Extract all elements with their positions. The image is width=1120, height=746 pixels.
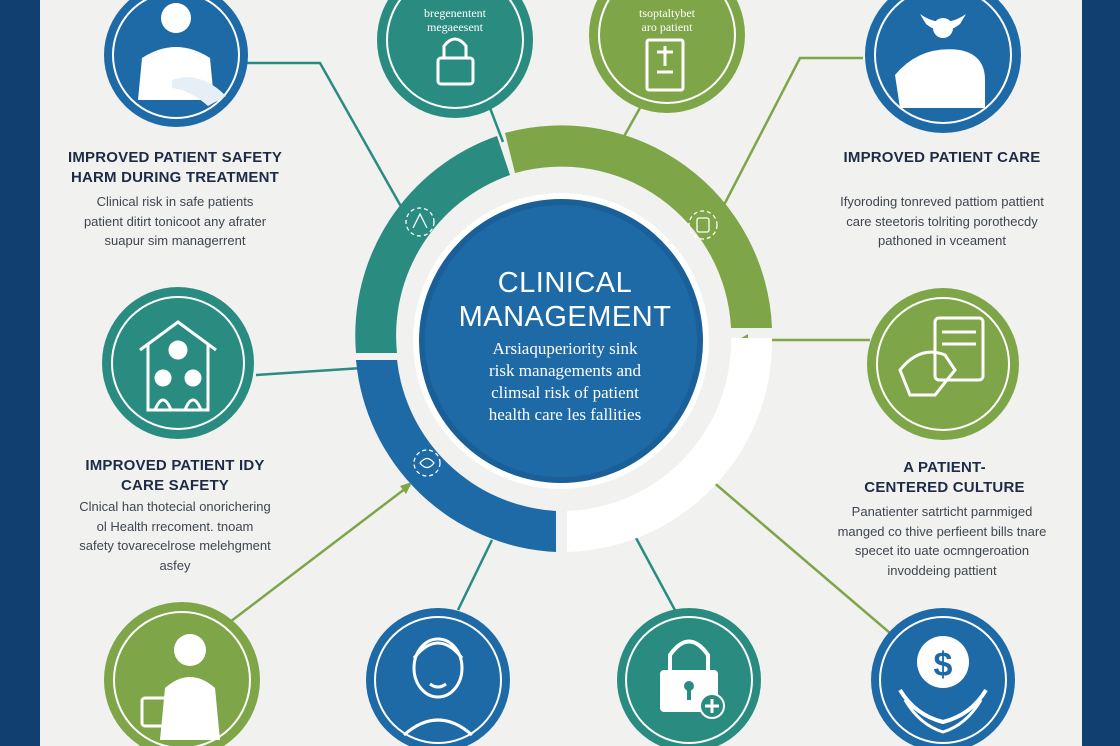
body-line: pathoned in vceament (878, 233, 1006, 248)
ring-segment-white (567, 338, 773, 552)
center-subtitle-line: risk managements and (488, 361, 641, 380)
node-mid-right (867, 288, 1019, 440)
caregiver-icon (140, 634, 220, 740)
arrowhead-bottom-left (400, 482, 412, 494)
center-title-line2: MANAGEMENT (458, 301, 672, 333)
lock-plus-icon (660, 639, 725, 719)
heading-line: IMPROVED PATIENT CARE (843, 149, 1041, 166)
body-mid-right: Panatienter satrticht parnmiged manged c… (812, 502, 1072, 580)
caring-hands-icon (895, 14, 985, 108)
node-top-center-left (377, 0, 533, 118)
family-house-icon (139, 320, 217, 412)
body-top-right: Ifyoroding tonreved pattiom pattient car… (812, 192, 1072, 251)
body-line: care steetoris tolriting porothecdy (846, 213, 1038, 229)
connector-top-left (240, 61, 405, 211)
body-line: manged co thive perfieent bills tnare (837, 523, 1047, 539)
document-icon (645, 38, 685, 92)
ring-segment-green (505, 125, 772, 328)
connector-bottom-center-left (456, 539, 494, 611)
central-ring (355, 125, 773, 552)
ring-segment-teal (355, 136, 510, 353)
body-line: Ifyoroding tonreved pattiom pattient (840, 194, 1044, 209)
center-disc (422, 202, 700, 480)
center-subtitle-line: Arsiaquperiority sink (492, 339, 638, 358)
ring-segment-blue (356, 360, 556, 552)
connector-bottom-left (221, 484, 411, 629)
heading-line: HARM DURING TREATMENT (70, 169, 280, 186)
body-line: asfey (159, 557, 191, 573)
heading-line: IMPROVED PATIENT IDY (85, 457, 265, 474)
body-line: patient ditirt tonicoot any afrater (83, 213, 267, 229)
center-disc-shade (419, 199, 703, 483)
center-subtitle: Arsiaquperiority sink risk managements a… (440, 338, 690, 426)
center-subtitle-line: health care les fallities (488, 405, 642, 424)
heading-line: IMPROVED PATIENT SAFETY (67, 149, 283, 166)
connector-top-right (722, 56, 863, 206)
connector-top-center-left (488, 107, 505, 143)
svg-text:$: $ (934, 646, 953, 684)
body-top-left: Clinical risk in safe patients patient d… (50, 192, 300, 251)
heading-line: CENTERED CULTURE (864, 479, 1025, 496)
node-top-right (865, 0, 1021, 133)
connector-bottom-right (704, 474, 891, 634)
doctor-icon (138, 3, 226, 106)
heading-line: A PATIENT- (903, 459, 986, 476)
body-line: ol Health rrecoment. tnoam (96, 518, 254, 534)
ring-icon-teal (405, 207, 435, 237)
node-bottom-center-left (366, 608, 510, 746)
body-line: Panatienter satrticht parnmiged (851, 504, 1033, 519)
body-line: invoddeing pattient (887, 562, 997, 578)
heading-mid-left: IMPROVED PATIENT IDY CARE SAFETY (50, 456, 300, 496)
node-bottom-left (104, 602, 260, 746)
node-label-top-center-left: bregenentent megaeesent (424, 6, 486, 34)
ring-icon-green (688, 210, 718, 240)
hand-card-icon (898, 316, 985, 397)
node-bottom-center-right (617, 608, 761, 746)
heading-top-right: IMPROVED PATIENT CARE (812, 148, 1072, 168)
heading-top-left: IMPROVED PATIENT SAFETY HARM DURING TREA… (40, 148, 310, 188)
body-mid-left: Clnical han thotecial onorichering ol He… (50, 497, 300, 575)
ring-icon-blue (413, 449, 441, 477)
dollar-hands-icon: $ (898, 636, 988, 734)
center-subtitle-line: climsal risk of patient (491, 383, 639, 402)
heading-line: CARE SAFETY (120, 477, 230, 494)
center-title-line1: CLINICAL (497, 267, 633, 299)
node-label-top-center-right: tsoptaltybet aro patient (639, 6, 695, 34)
body-line: safety tovarecelrose melehgment (79, 538, 271, 553)
body-line: Clinical risk in safe patients (96, 194, 254, 209)
body-line: suapur sim managerrent (104, 233, 246, 248)
node-mid-left (102, 287, 254, 439)
heading-mid-right: A PATIENT- CENTERED CULTURE (822, 458, 1067, 498)
node-top-center-right (589, 0, 745, 113)
person-face-icon (403, 637, 473, 737)
body-line: Clnical han thotecial onorichering (79, 499, 271, 514)
connector-mid-left (255, 366, 363, 377)
node-bottom-right: $ (871, 608, 1015, 746)
connector-bottom-center-right (634, 537, 678, 613)
body-line: specet ito uate ocmngeroation (854, 543, 1030, 558)
node-top-left (104, 0, 248, 127)
padlock-icon (436, 37, 475, 86)
